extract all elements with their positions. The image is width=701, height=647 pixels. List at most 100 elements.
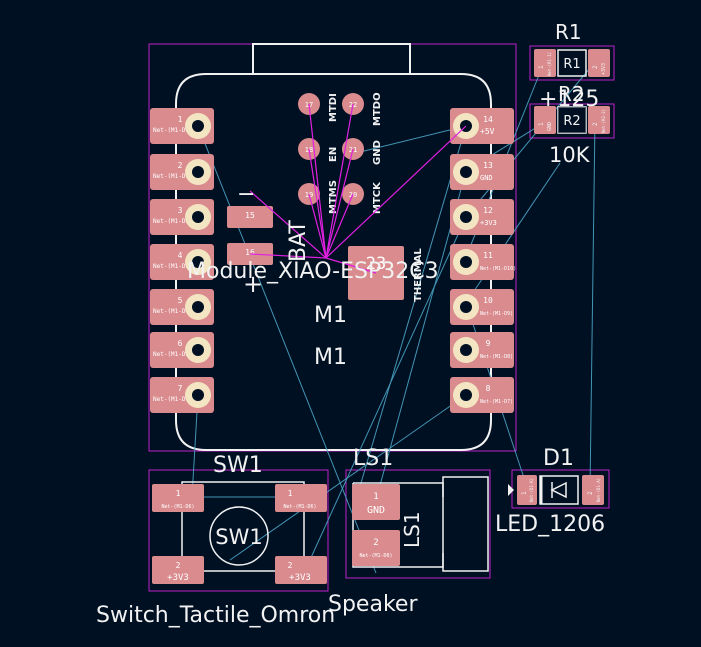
pad-number: 12 [483, 206, 493, 215]
d1-pad2-net: Net-(D1-A) [596, 478, 601, 502]
ls1-pad-2[interactable]: 2 Net-(M1-D0) [352, 530, 400, 566]
m1-outline [175, 43, 492, 451]
m1-pad-3[interactable]: 3 Net-(M1-D2) [150, 199, 214, 235]
pad-number: 1 [178, 115, 183, 124]
ls1-footprint: 1 GND 2 Net-(M1-D0) LS1 LS1 Speaker [328, 446, 489, 617]
r2-ref-inner: R2 [563, 114, 580, 129]
m1-bat-pads: 15 16 [227, 206, 273, 265]
jtag-label-mtdi: MTDI [328, 93, 339, 122]
pad-net: Net-(M1-D4) [153, 308, 193, 315]
r2-pad-1[interactable] [534, 106, 556, 134]
ls1-courtyard [345, 469, 491, 579]
m1-footprint-label: Module_XIAO-ESP32C3 [187, 259, 439, 284]
r2-pad-2[interactable] [588, 106, 610, 134]
pad-number: 14 [483, 115, 493, 124]
d1-reference: D1 [543, 446, 574, 471]
r2-pad1-number: 1 [538, 122, 545, 126]
m1-pad-1[interactable]: 1 Net-(M1-D0) [150, 108, 214, 144]
pad-net: +3V3 [289, 573, 311, 583]
pad-number: 3 [178, 206, 183, 215]
sw1-courtyard [148, 469, 329, 592]
r1-pad1-number: 1 [538, 65, 545, 69]
sw1-pad-2b[interactable]: 2 +3V3 [275, 556, 327, 584]
r2-footprint: 1 GND 2 Net-(R2-2) +125 R2 R2 10K [534, 82, 610, 167]
highlighted-net [249, 103, 467, 274]
m1-value: M1 [314, 345, 347, 370]
jtag-label-mtck: MTCK [372, 181, 383, 214]
sw1-reference: SW1 [213, 453, 263, 478]
pad-number: 7 [178, 384, 183, 393]
pad-net: +3V3 [167, 573, 189, 583]
m1-pad-11[interactable]: 11 Net-(M1-D10) [450, 244, 516, 280]
d1-pad-2[interactable] [582, 475, 604, 505]
sw1-pad-1a[interactable]: 1 Net-(M1-D6) [152, 484, 204, 512]
r1-courtyard [529, 45, 615, 81]
r1-pad-1[interactable] [534, 49, 556, 77]
ls1-value: Speaker [328, 592, 418, 617]
r2-pad1-net: GND [547, 122, 553, 131]
m1-pad-7[interactable]: 7 Net-(M1-D6) [150, 377, 214, 413]
pad-number: 6 [178, 339, 183, 348]
m1-pad-8[interactable]: 8 Net-(M1-D7) [450, 377, 514, 413]
pad-number: 11 [483, 251, 493, 260]
thermal-label: THERMAL [413, 248, 424, 302]
m1-right-pads: 14 +5V 13 GND 12 +3V3 11 Net-(M1-D10) 10… [450, 108, 516, 413]
r1-pad2-net: +3V3 [601, 63, 607, 75]
sw1-pad-2a[interactable]: 2 +3V3 [152, 556, 204, 584]
m1-left-pads: 1 Net-(M1-D0) 2 Net-(M1-D1) 3 Net-(M1-D2… [150, 108, 214, 413]
pad-net: Net-(M1-D9) [480, 311, 513, 317]
m1-pad-9[interactable]: 9 Net-(M1-D8) [450, 332, 514, 368]
pad-net: +3V3 [480, 219, 497, 227]
d1-pin1-marker-icon [508, 484, 514, 496]
jtag-label-en: EN [328, 147, 339, 162]
pad-net: Net-(M1-D0) [359, 553, 392, 559]
pad-net: Net-(M1-D10) [480, 266, 516, 272]
pad-number: 2 [288, 561, 293, 570]
pad-number: 16 [245, 248, 255, 257]
ls1-body-label: LS1 [400, 511, 424, 548]
d1-value: LED_1206 [495, 512, 605, 537]
m1-jtag-pads: 17 22 18 21 19 20 MTDI MTDO EN GND MTMS … [298, 92, 383, 214]
pad-number: 1 [288, 489, 293, 498]
m1-reference: M1 [314, 303, 347, 328]
m1-pad-5[interactable]: 5 Net-(M1-D4) [150, 289, 214, 325]
m1-pad-15[interactable]: 15 [227, 206, 273, 228]
pad-number: 4 [178, 251, 183, 260]
m1-pad-13[interactable]: 13 GND [450, 154, 514, 190]
pad-number: 2 [178, 161, 183, 170]
r2-value: 10K [549, 143, 591, 167]
pad-net: Net-(M1-D2) [153, 218, 193, 225]
d1-pad-1[interactable] [517, 475, 537, 505]
r1-value: R1 [563, 57, 580, 72]
r2-courtyard [529, 103, 615, 139]
pad-number: 23 [366, 254, 386, 274]
pad-number: 1 [373, 492, 378, 502]
m1-pad-4[interactable]: 4 Net-(M1-D3) [150, 244, 214, 280]
d1-footprint: 1 Net-(D1-K) 2 Net-(D1-A) D1 LED_1206 [495, 446, 605, 537]
r2-reference: R2 [558, 82, 585, 106]
m1-pad-2[interactable]: 2 Net-(M1-D1) [150, 154, 214, 190]
jtag-label-gnd: GND [372, 140, 383, 165]
m1-pad-14[interactable]: 14 +5V [450, 108, 514, 144]
pad-net: Net-(M1-D6) [153, 396, 193, 403]
pad-net: Net-(M1-D1) [153, 173, 193, 180]
pad-net: Net-(M1-D8) [480, 354, 513, 360]
jtag-label-mtdo: MTDO [372, 92, 383, 126]
pad-number: 15 [245, 211, 255, 220]
pad-number: 5 [178, 296, 183, 305]
ls1-reference: LS1 [353, 446, 393, 471]
d1-pad1-net: Net-(D1-K) [529, 478, 534, 502]
r1-pad-2[interactable] [588, 49, 610, 77]
m1-pad-12[interactable]: 12 +3V3 [450, 199, 514, 235]
d1-pad1-number: 1 [521, 491, 528, 495]
m1-pad-10[interactable]: 10 Net-(M1-D9) [450, 289, 514, 325]
sw1-value: Switch_Tactile_Omron [96, 603, 335, 628]
bat-plus: + [243, 270, 263, 298]
ls1-pad-1[interactable]: 1 GND [352, 484, 400, 520]
m1-pad-6[interactable]: 6 Net-(M1-D5) [150, 332, 214, 368]
pad-net: Net-(M1-D6) [283, 504, 316, 510]
sw1-pad-1b[interactable]: 1 Net-(M1-D6) [275, 484, 327, 512]
r1-reference: R1 [555, 20, 582, 44]
pad-number: 8 [486, 384, 491, 393]
